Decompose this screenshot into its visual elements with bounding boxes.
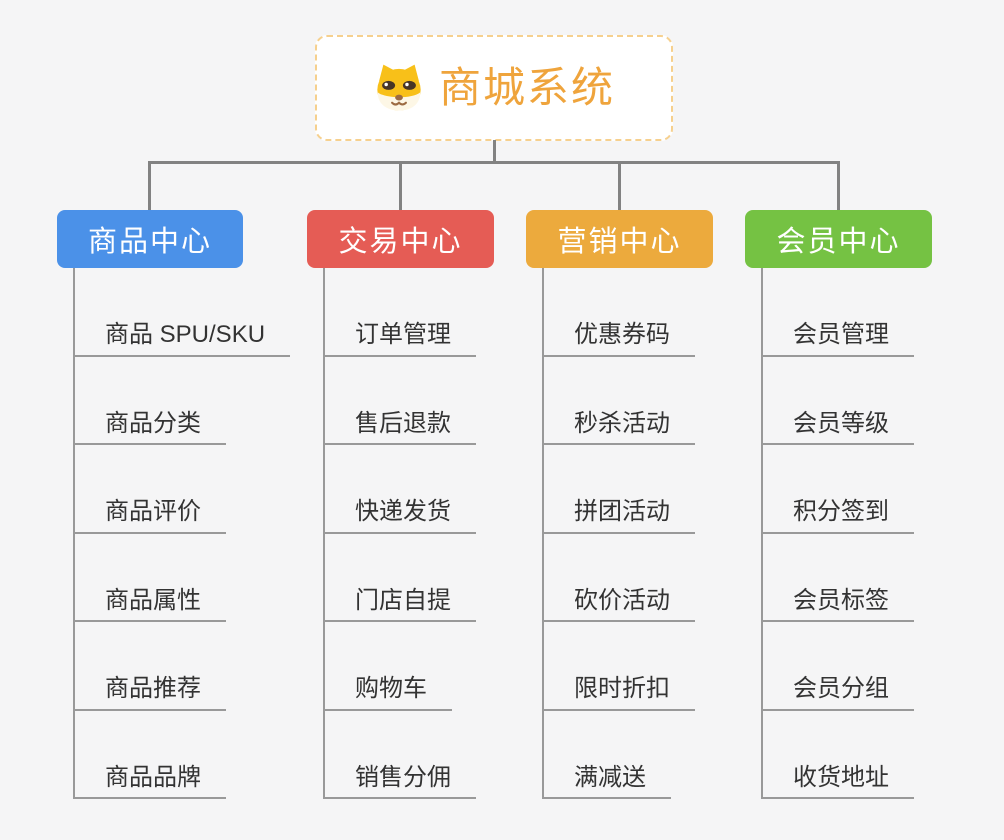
leaf-row: 订单管理 bbox=[307, 268, 494, 357]
branch-column: 商品中心商品 SPU/SKU 商品分类商品评价商品属性商品推荐商品品牌 bbox=[57, 210, 291, 799]
leaf-node[interactable]: 商品属性 bbox=[73, 587, 226, 622]
branch-node[interactable]: 会员中心 bbox=[745, 210, 932, 268]
leaf-row: 会员标签 bbox=[745, 534, 932, 622]
leaf-row: 积分签到 bbox=[745, 445, 932, 534]
leaf-node[interactable]: 商品推荐 bbox=[73, 675, 226, 711]
branch-node[interactable]: 营销中心 bbox=[526, 210, 713, 268]
branch-children: 订单管理售后退款快递发货门店自提购物车销售分佣 bbox=[307, 268, 494, 799]
leaf-row: 商品属性 bbox=[57, 534, 243, 622]
leaf-node[interactable]: 商品 SPU/SKU bbox=[73, 321, 291, 357]
root-title: 商城系统 bbox=[438, 64, 615, 111]
connector-stub-branch4 bbox=[837, 161, 840, 210]
leaf-row: 秒杀活动 bbox=[526, 357, 713, 445]
leaf-node[interactable]: 销售分佣 bbox=[323, 764, 476, 799]
leaf-row: 会员等级 bbox=[745, 357, 932, 445]
leaf-node[interactable]: 门店自提 bbox=[323, 587, 476, 622]
leaf-row: 销售分佣 bbox=[307, 711, 494, 799]
connector-stub-branch3 bbox=[618, 161, 621, 210]
leaf-node[interactable]: 满减送 bbox=[542, 764, 671, 799]
leaf-node[interactable]: 会员管理 bbox=[761, 321, 914, 357]
leaf-node[interactable]: 会员标签 bbox=[761, 587, 914, 622]
leaf-node[interactable]: 收货地址 bbox=[761, 764, 914, 799]
leaf-node[interactable]: 砍价活动 bbox=[542, 587, 695, 622]
leaf-row: 满减送 bbox=[526, 711, 713, 799]
branch-node[interactable]: 商品中心 bbox=[57, 210, 243, 268]
branch-connector-line bbox=[323, 268, 325, 799]
leaf-row: 商品推荐 bbox=[57, 622, 243, 711]
leaf-row: 购物车 bbox=[307, 622, 494, 711]
leaf-node[interactable]: 优惠券码 bbox=[542, 321, 695, 357]
connector-horizontal bbox=[148, 161, 840, 164]
leaf-row: 售后退款 bbox=[307, 357, 494, 445]
leaf-node[interactable]: 订单管理 bbox=[323, 321, 476, 357]
leaf-row: 会员分组 bbox=[745, 622, 932, 711]
leaf-row: 门店自提 bbox=[307, 534, 494, 622]
leaf-row: 收货地址 bbox=[745, 711, 932, 799]
branch-column: 会员中心会员管理会员等级积分签到会员标签会员分组收货地址 bbox=[745, 210, 932, 799]
connector-stub-branch1 bbox=[148, 161, 151, 210]
branch-column: 交易中心订单管理售后退款快递发货门店自提购物车销售分佣 bbox=[307, 210, 494, 799]
leaf-node[interactable]: 售后退款 bbox=[323, 410, 476, 445]
leaf-node[interactable]: 积分签到 bbox=[761, 498, 914, 534]
branch-children: 商品 SPU/SKU 商品分类商品评价商品属性商品推荐商品品牌 bbox=[57, 268, 291, 799]
branch-node[interactable]: 交易中心 bbox=[307, 210, 494, 268]
leaf-row: 商品分类 bbox=[57, 357, 243, 445]
leaf-node[interactable]: 秒杀活动 bbox=[542, 410, 695, 445]
leaf-row: 会员管理 bbox=[745, 268, 932, 357]
leaf-node[interactable]: 快递发货 bbox=[323, 498, 476, 534]
branch-column: 营销中心优惠券码秒杀活动拼团活动砍价活动限时折扣满减送 bbox=[526, 210, 713, 799]
branch-children: 优惠券码秒杀活动拼团活动砍价活动限时折扣满减送 bbox=[526, 268, 713, 799]
leaf-row: 砍价活动 bbox=[526, 534, 713, 622]
leaf-node[interactable]: 限时折扣 bbox=[542, 675, 695, 711]
dog-face-icon bbox=[373, 62, 425, 114]
branch-children: 会员管理会员等级积分签到会员标签会员分组收货地址 bbox=[745, 268, 932, 799]
leaf-row: 商品 SPU/SKU bbox=[57, 268, 291, 357]
branch-connector-line bbox=[73, 268, 75, 799]
leaf-row: 优惠券码 bbox=[526, 268, 713, 357]
leaf-node[interactable]: 商品分类 bbox=[73, 410, 226, 445]
leaf-row: 商品评价 bbox=[57, 445, 243, 534]
connector-stub-branch2 bbox=[399, 161, 402, 210]
leaf-node[interactable]: 会员等级 bbox=[761, 410, 914, 445]
root-node[interactable]: 商城系统 bbox=[315, 35, 673, 141]
leaf-row: 商品品牌 bbox=[57, 711, 243, 799]
branch-connector-line bbox=[761, 268, 763, 799]
leaf-row: 限时折扣 bbox=[526, 622, 713, 711]
leaf-node[interactable]: 商品评价 bbox=[73, 498, 226, 534]
leaf-node[interactable]: 拼团活动 bbox=[542, 498, 695, 534]
leaf-row: 拼团活动 bbox=[526, 445, 713, 534]
branch-connector-line bbox=[542, 268, 544, 799]
connector-root-stem bbox=[493, 140, 496, 163]
leaf-row: 快递发货 bbox=[307, 445, 494, 534]
leaf-node[interactable]: 会员分组 bbox=[761, 675, 914, 711]
leaf-node[interactable]: 商品品牌 bbox=[73, 764, 226, 799]
leaf-node[interactable]: 购物车 bbox=[323, 675, 452, 711]
